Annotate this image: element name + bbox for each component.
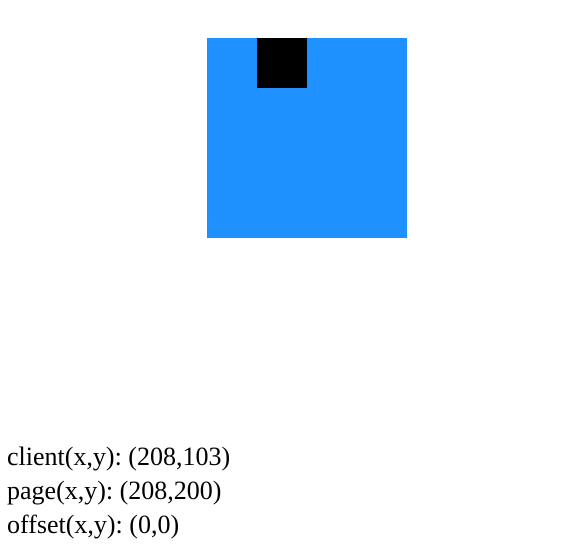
client-value: (208,103) — [128, 442, 231, 471]
black-square-handle[interactable] — [257, 38, 307, 88]
client-label: client(x,y): — [7, 442, 122, 471]
client-coordinates: client(x,y): (208,103) — [7, 440, 230, 474]
page-label: page(x,y): — [7, 476, 114, 505]
page-coordinates: page(x,y): (208,200) — [7, 474, 230, 508]
offset-label: offset(x,y): — [7, 510, 123, 539]
coordinates-readout: client(x,y): (208,103) page(x,y): (208,2… — [7, 440, 230, 542]
page-value: (208,200) — [119, 476, 222, 505]
offset-value: (0,0) — [129, 510, 180, 539]
offset-coordinates: offset(x,y): (0,0) — [7, 508, 230, 542]
blue-target-box[interactable] — [207, 38, 407, 238]
